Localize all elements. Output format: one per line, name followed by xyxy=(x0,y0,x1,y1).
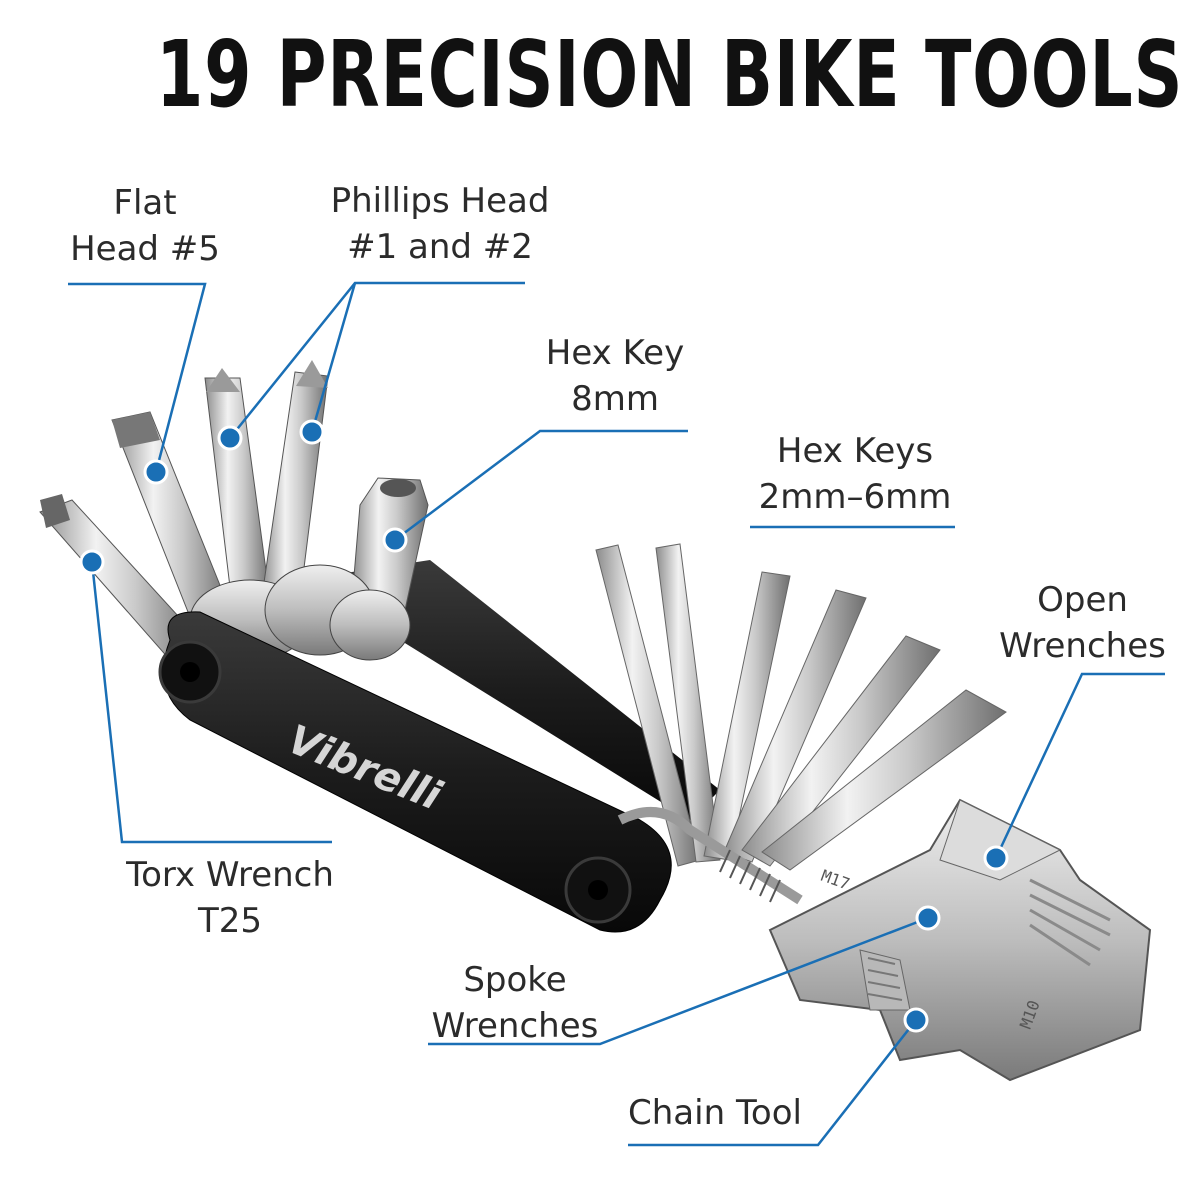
dot-phillips-1 xyxy=(217,425,243,451)
leader-spoke xyxy=(428,916,929,1046)
label-torx-wrench: Torx Wrench T25 xyxy=(126,855,334,941)
leader-lines xyxy=(68,281,1165,1147)
label-phillips-head: Phillips Head #1 and #2 xyxy=(330,181,550,267)
dot-open-wrenches xyxy=(983,845,1009,871)
dot-phillips-2 xyxy=(299,419,325,445)
dot-hex-8mm xyxy=(382,527,408,553)
phillips-bit-1 xyxy=(204,368,271,605)
dot-chain-tool xyxy=(903,1007,929,1033)
leader-torx xyxy=(90,561,332,844)
leader-phillips-2 xyxy=(310,282,357,433)
leader-chain-tool xyxy=(628,1019,917,1147)
page-title: 19 PRECISION BIKE TOOLS xyxy=(156,21,1184,128)
front-body-plate xyxy=(158,611,672,933)
label-chain-tool: Chain Tool xyxy=(628,1093,802,1133)
label-flat-head: Flat Head #5 xyxy=(70,183,220,269)
leader-flat-head xyxy=(68,282,207,473)
phillips-bit-2 xyxy=(261,360,329,601)
dot-torx xyxy=(79,549,105,575)
dot-spoke xyxy=(915,905,941,931)
flat-head-bit xyxy=(111,411,231,623)
engraving-m17: M17 xyxy=(819,866,853,894)
chain-tool-spindle xyxy=(617,807,803,905)
leader-phillips-1 xyxy=(229,281,525,439)
leader-open-wrenches xyxy=(994,672,1165,859)
callout-dots xyxy=(79,419,1009,1033)
label-hex-key-8mm: Hex Key 8mm xyxy=(545,333,685,419)
dot-flat-head xyxy=(143,459,169,485)
hex-keys-fan xyxy=(595,543,1007,871)
label-open-wrenches: Open Wrenches xyxy=(999,580,1166,666)
label-spoke-wrenches: Spoke Wrenches xyxy=(431,960,599,1046)
label-hex-keys-2-6: Hex Keys 2mm–6mm xyxy=(758,431,952,517)
leader-hex-8mm xyxy=(394,429,688,541)
